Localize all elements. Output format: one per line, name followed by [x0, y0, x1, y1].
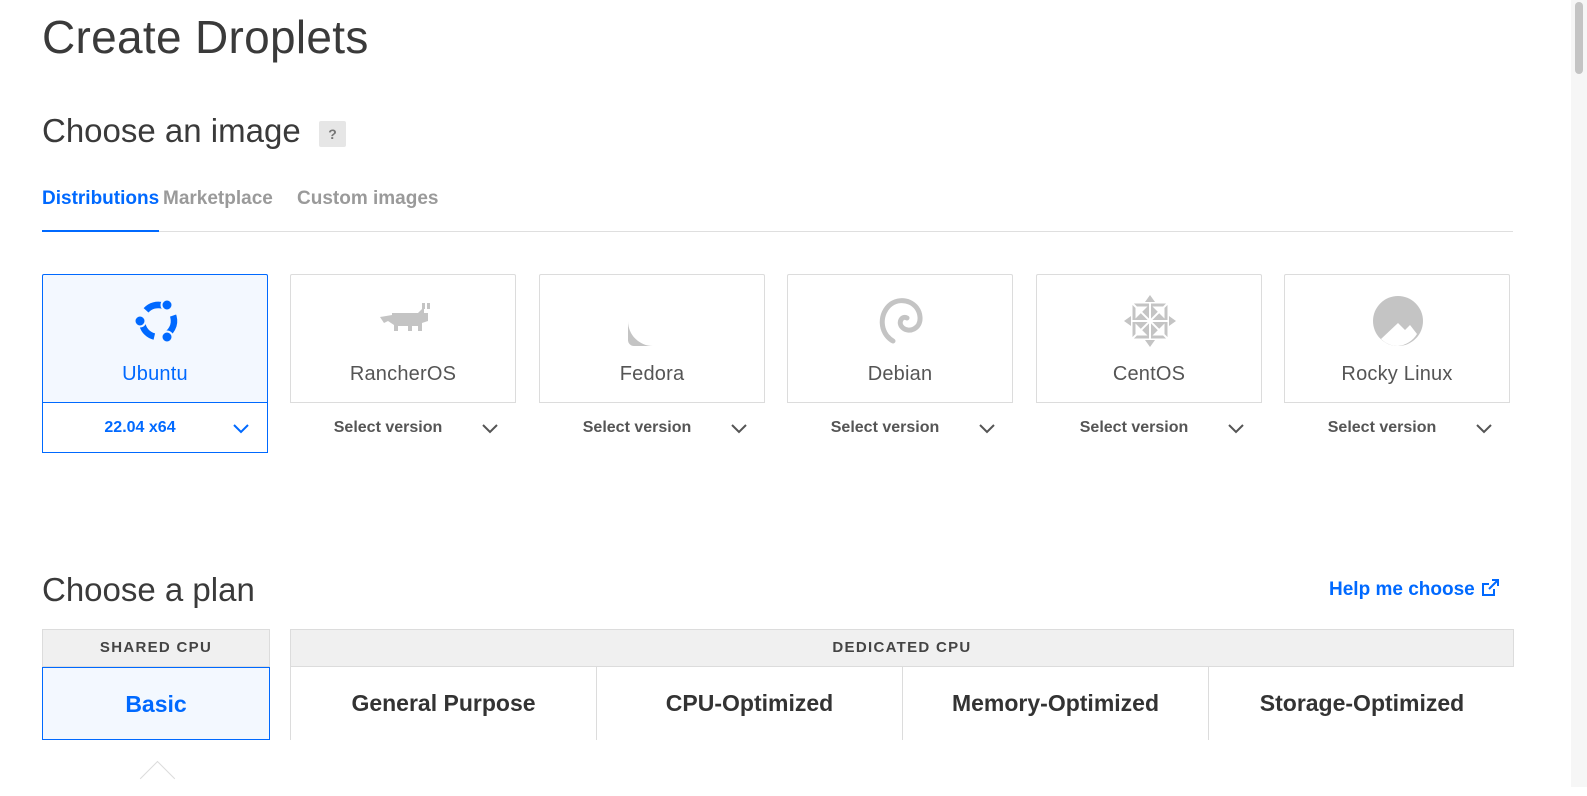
centos-icon [1124, 295, 1176, 347]
version-dropdown-ubuntu[interactable]: 22.04 x64 [42, 402, 268, 453]
plan-basic[interactable]: Basic [42, 667, 270, 740]
rancheros-icon [380, 303, 430, 331]
ubuntu-icon [133, 298, 178, 344]
distro-select-fedora[interactable]: Fedora [540, 275, 764, 402]
image-tabs: Distributions Marketplace Custom images [42, 186, 1513, 234]
plan-memory-optimized[interactable]: Memory-Optimized [903, 667, 1209, 740]
distro-name: Rocky Linux [1341, 363, 1453, 385]
dedicated-cpu-group: DEDICATED CPU General Purpose CPU-Optimi… [290, 629, 1515, 740]
help-me-choose-label: Help me choose [1329, 579, 1475, 600]
shared-cpu-header: SHARED CPU [43, 630, 269, 667]
version-label: Select version [582, 419, 692, 436]
choose-plan-heading: Choose a plan [42, 571, 255, 608]
chevron-down-icon [731, 424, 747, 434]
help-question-icon[interactable]: ? [319, 121, 346, 147]
debian-icon [879, 298, 923, 344]
distro-select-centos[interactable]: CentOS [1037, 275, 1261, 402]
plan-cpu-optimized[interactable]: CPU-Optimized [597, 667, 903, 740]
distro-card-ubuntu[interactable]: Ubuntu 22.04 x64 [42, 274, 268, 453]
version-label: Select version [1327, 419, 1437, 436]
distro-select-rancheros[interactable]: RancherOS [291, 275, 515, 402]
tab-marketplace[interactable]: Marketplace [163, 188, 273, 209]
distro-select-debian[interactable]: Debian [788, 275, 1012, 402]
version-label: Select version [1079, 419, 1189, 436]
chevron-down-icon [979, 424, 995, 434]
version-label: Select version [830, 419, 940, 436]
version-dropdown-rocky-linux[interactable]: Select version [1284, 402, 1510, 454]
help-me-choose-link[interactable]: Help me choose [1329, 579, 1499, 601]
version-dropdown-fedora[interactable]: Select version [539, 402, 765, 454]
distro-name: CentOS [1112, 363, 1186, 385]
external-link-icon [1481, 579, 1499, 596]
version-label: Select version [333, 419, 443, 436]
version-label: 22.04 x64 [104, 419, 176, 436]
choose-image-heading: Choose an image [42, 112, 301, 149]
shared-cpu-group: SHARED CPU Basic [42, 629, 270, 740]
version-dropdown-rancheros[interactable]: Select version [290, 402, 516, 454]
distro-name: Fedora [619, 363, 685, 385]
dedicated-cpu-header: DEDICATED CPU [291, 630, 1513, 667]
chevron-down-icon [233, 424, 249, 434]
page-scrollbar[interactable] [1571, 0, 1587, 787]
distro-name: Ubuntu [122, 363, 188, 385]
distro-card-debian[interactable]: Debian Select version [787, 274, 1013, 454]
distro-select-rocky-linux[interactable]: Rocky Linux [1285, 275, 1509, 402]
selection-caret [139, 760, 176, 796]
tabs-divider [42, 231, 1513, 232]
chevron-down-icon [1228, 424, 1244, 434]
fedora-icon [628, 296, 678, 346]
distro-card-fedora[interactable]: Fedora Select version [539, 274, 765, 454]
rocky-linux-icon [1373, 296, 1423, 346]
distro-card-rocky-linux[interactable]: Rocky Linux Select version [1284, 274, 1510, 454]
scrollbar-thumb[interactable] [1575, 2, 1583, 74]
plan-general-purpose[interactable]: General Purpose [291, 667, 597, 740]
tab-distributions[interactable]: Distributions [42, 186, 160, 232]
distro-select-ubuntu[interactable]: Ubuntu [43, 275, 267, 402]
plan-storage-optimized[interactable]: Storage-Optimized [1209, 667, 1515, 740]
tab-custom-images[interactable]: Custom images [297, 188, 439, 209]
chevron-down-icon [1476, 424, 1492, 434]
version-dropdown-centos[interactable]: Select version [1036, 402, 1262, 454]
page-title: Create Droplets [42, 11, 369, 63]
distro-name: Debian [867, 363, 933, 385]
distro-card-centos[interactable]: CentOS Select version [1036, 274, 1262, 454]
chevron-down-icon [482, 424, 498, 434]
version-dropdown-debian[interactable]: Select version [787, 402, 1013, 454]
distro-card-rancheros[interactable]: RancherOS Select version [290, 274, 516, 454]
distro-name: RancherOS [349, 363, 457, 385]
